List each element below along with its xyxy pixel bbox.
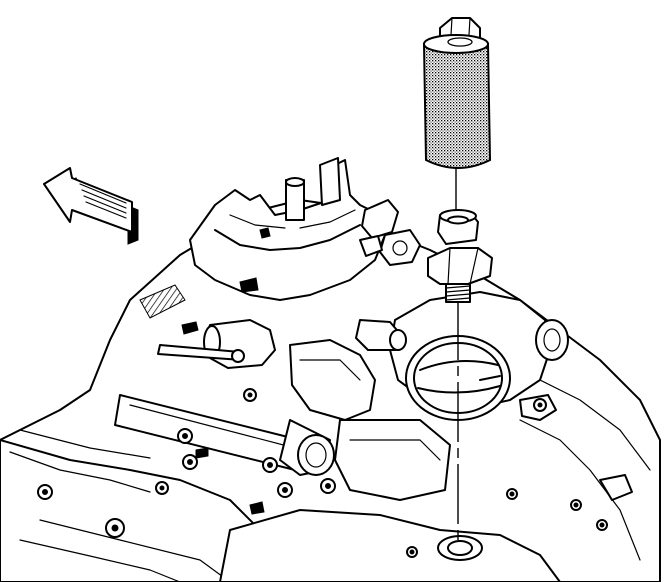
throttle-body-icon	[389, 291, 569, 421]
bolt-group	[37, 388, 608, 558]
intake-manifold-icon	[0, 157, 661, 582]
direction-arrow-icon	[43, 167, 139, 245]
sensor-connector-cluster	[359, 199, 421, 266]
deep-socket-icon	[422, 17, 492, 169]
threaded-sensor-icon	[427, 209, 493, 303]
